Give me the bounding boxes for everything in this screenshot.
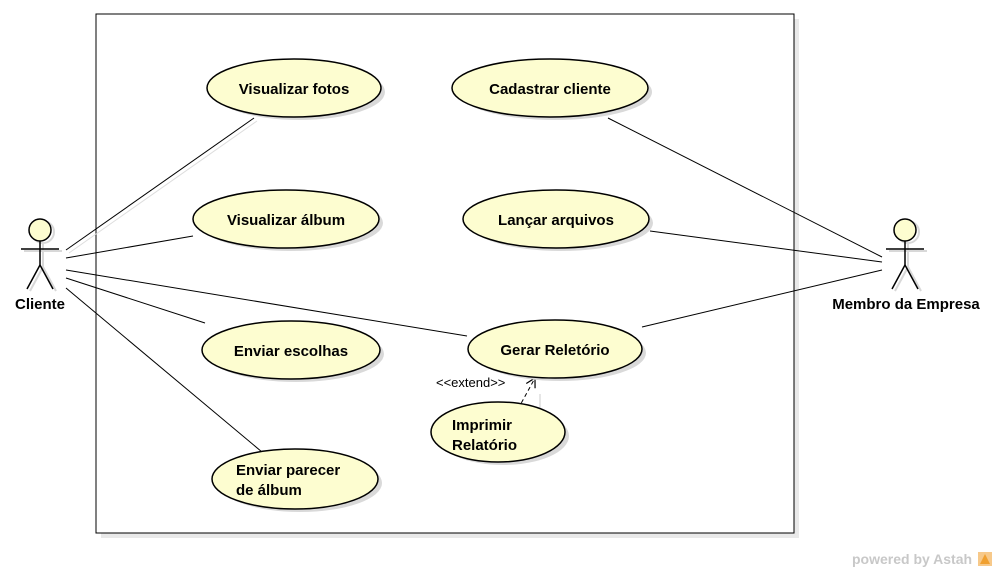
use-case-lancar-arquivos[interactable]: Lançar arquivos [462,189,653,251]
use-case-label-line1: Enviar parecer [236,462,340,479]
brand-text: powered by Astah [852,551,972,567]
stick-figure-icon [886,218,924,290]
assoc-member-lancar-arquivos [649,230,883,263]
use-case-enviar-parecer[interactable]: Enviar parecer de álbum [211,448,382,512]
use-case-label: Lançar arquivos [498,212,614,229]
use-case-visualizar-album[interactable]: Visualizar álbum [192,189,383,251]
use-case-label: Cadastrar cliente [489,81,611,98]
use-case-enviar-escolhas[interactable]: Enviar escolhas [201,320,384,382]
assoc-member-gerar-relatorio [641,269,883,328]
use-case-cadastrar-cliente[interactable]: Cadastrar cliente [451,58,652,120]
use-case-label-line2: de álbum [236,482,302,499]
use-case-label-line2: Relatório [452,437,517,454]
use-case-gerar-relatorio[interactable]: Gerar Reletório [467,319,646,381]
use-case-visualizar-fotos[interactable]: Visualizar fotos [206,58,385,120]
assoc-client-visualizar-album [65,235,194,259]
assoc-client-gerar-relatorio [65,269,468,337]
system-boundary [95,13,795,534]
use-case-label-line1: Imprimir [452,417,512,434]
use-case-label: Enviar escolhas [234,343,348,360]
member-associations [607,117,883,328]
astah-logo-icon [978,552,992,566]
actor-label: Membro da Empresa [832,296,980,313]
actor-cliente[interactable]: Cliente [15,218,65,313]
use-case-imprimir-relatorio[interactable]: Imprimir Relatório [430,401,569,465]
actor-label: Cliente [15,296,65,313]
assoc-client-visualizar-fotos [68,120,258,254]
assoc-client-visualizar-fotos [65,117,255,251]
actor-membro-da-empresa[interactable]: Membro da Empresa [832,218,980,313]
assoc-client-enviar-escolhas [65,277,206,324]
extend-label: <<extend>> [436,375,505,390]
stick-figure-icon [21,218,59,290]
extend-arrow [517,376,536,410]
actor-shadow [24,220,62,292]
client-associations [65,117,468,453]
assoc-client-enviar-parecer [65,287,263,453]
use-case-label: Gerar Reletório [500,342,609,359]
use-case-label: Visualizar fotos [239,81,350,98]
use-case-label: Visualizar álbum [227,212,345,229]
branding: powered by Astah [852,551,992,567]
assoc-member-cadastrar-cliente [607,117,883,258]
